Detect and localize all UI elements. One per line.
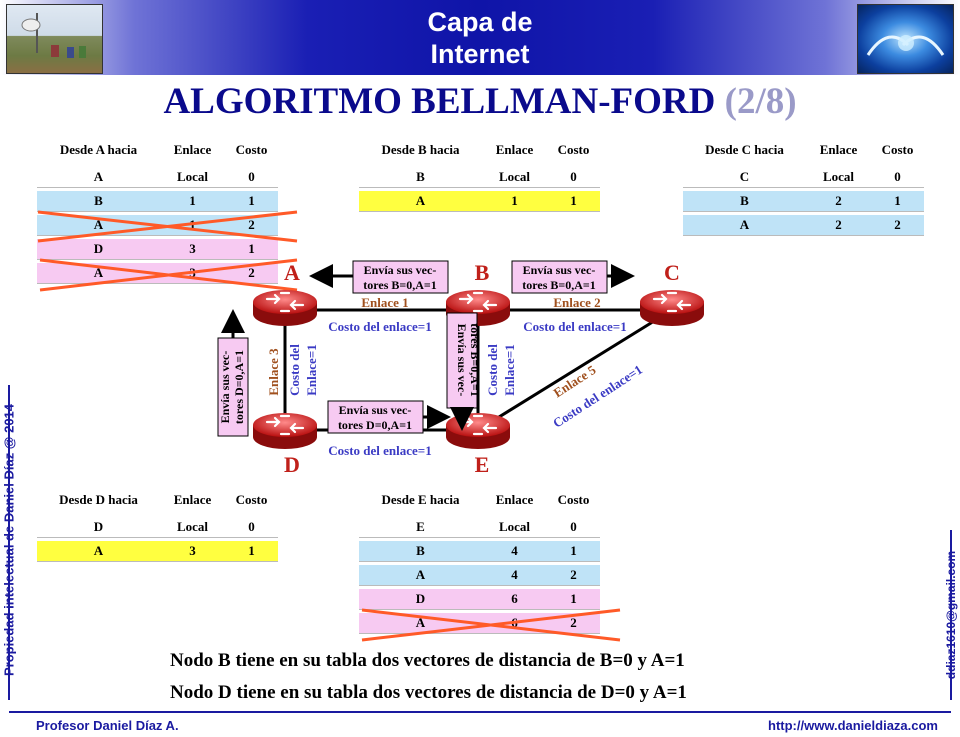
message-text: Envía sus vec- — [218, 351, 232, 424]
summary-line-1: Nodo B tiene en su tabla dos vectores de… — [170, 650, 685, 671]
section-title: Capa de Internet — [427, 7, 533, 69]
footer-author: Profesor Daniel Díaz A. — [36, 718, 179, 733]
slide-title: ALGORITMO BELLMAN-FORD (2/8) — [163, 81, 797, 122]
router-icon-a — [251, 288, 319, 328]
cost-label-be-line1: Costo del — [485, 344, 500, 396]
hands-globe-illustration — [866, 35, 945, 56]
message-text: tores D=0,A=1 — [232, 350, 246, 424]
strike-cross-table-a-row5 — [39, 258, 298, 292]
link-label-2: Enlace 2 — [553, 295, 600, 310]
header-cell: Desde D hacia — [37, 486, 160, 514]
antenna-illustration — [21, 13, 86, 58]
message-d-to-e: Envía sus vec- tores D=0,A=1 — [327, 400, 451, 434]
header-cell: Enlace — [482, 136, 547, 164]
header-cell: Costo — [547, 486, 600, 514]
link-label-3: Enlace 3 — [266, 348, 281, 396]
header-cell: Enlace — [806, 136, 871, 164]
header-cell: Enlace — [482, 486, 547, 514]
strike-cross-table-e-row5 — [361, 608, 621, 642]
message-text: Envía sus vec- — [364, 263, 437, 277]
header-cell: Enlace — [160, 136, 225, 164]
message-b-to-e: Envía sus vec- tores B=0,A=1 — [446, 312, 482, 431]
message-text: Envía sus vec- — [523, 263, 596, 277]
cost-label-de: Costo del enlace=1 — [328, 443, 431, 458]
sidebar-copyright: Propiedad intelectual de Daniel Díaz @ 2… — [1, 403, 17, 677]
node-label-c: C — [664, 260, 680, 285]
node-label-a: A — [284, 260, 300, 285]
header-photo-hands — [857, 4, 954, 74]
cost-label-ad-line1: Costo del — [287, 344, 302, 396]
link-label-1: Enlace 1 — [361, 295, 408, 310]
header-cell: Enlace — [160, 486, 225, 514]
cost-label-be-line2: Enlace=1 — [502, 344, 517, 395]
header-photo-antenna — [6, 4, 103, 74]
header-cell: Desde B hacia — [359, 136, 482, 164]
message-text: tores D=0,A=1 — [338, 418, 412, 432]
link-line-5 — [477, 308, 673, 432]
message-b-to-c: Envía sus vec- tores B=0,A=1 — [511, 260, 635, 294]
header-cell: Costo — [547, 136, 600, 164]
node-label-e: E — [475, 452, 490, 477]
header-cell: Costo — [225, 136, 278, 164]
header-cell: Costo — [225, 486, 278, 514]
message-text: Envía sus vec- — [455, 324, 469, 397]
router-icon-d — [251, 411, 319, 451]
strike-cross-table-a-row3 — [37, 210, 298, 243]
header-cell: Desde A hacia — [37, 136, 160, 164]
cost-label-ab: Costo del enlace=1 — [328, 319, 431, 334]
cost-label-bc: Costo del enlace=1 — [523, 319, 626, 334]
node-label-b: B — [475, 260, 490, 285]
sidebar-email: ddiaz1610@gmail.com — [944, 550, 958, 680]
header-cell: Costo — [871, 136, 924, 164]
message-d-to-a: Envía sus vec- tores D=0,A=1 — [217, 309, 249, 437]
message-text: tores B=0,A=1 — [468, 323, 482, 396]
message-text: tores B=0,A=1 — [363, 278, 436, 292]
header-cell: Desde C hacia — [683, 136, 806, 164]
router-icon-c — [638, 288, 706, 328]
cost-label-ad-line2: Enlace=1 — [304, 344, 319, 395]
message-text: tores B=0,A=1 — [522, 278, 595, 292]
summary-line-2: Nodo D tiene en su tabla dos vectores de… — [170, 682, 687, 703]
header-cell: Desde E hacia — [359, 486, 482, 514]
header-bar: Capa de Internet — [0, 0, 960, 75]
message-b-to-a: Envía sus vec- tores B=0,A=1 — [309, 260, 449, 294]
router-icon-e — [444, 411, 512, 451]
footer-url[interactable]: http://www.danieldiaza.com — [768, 718, 938, 733]
node-label-d: D — [284, 452, 300, 477]
message-text: Envía sus vec- — [339, 403, 412, 417]
